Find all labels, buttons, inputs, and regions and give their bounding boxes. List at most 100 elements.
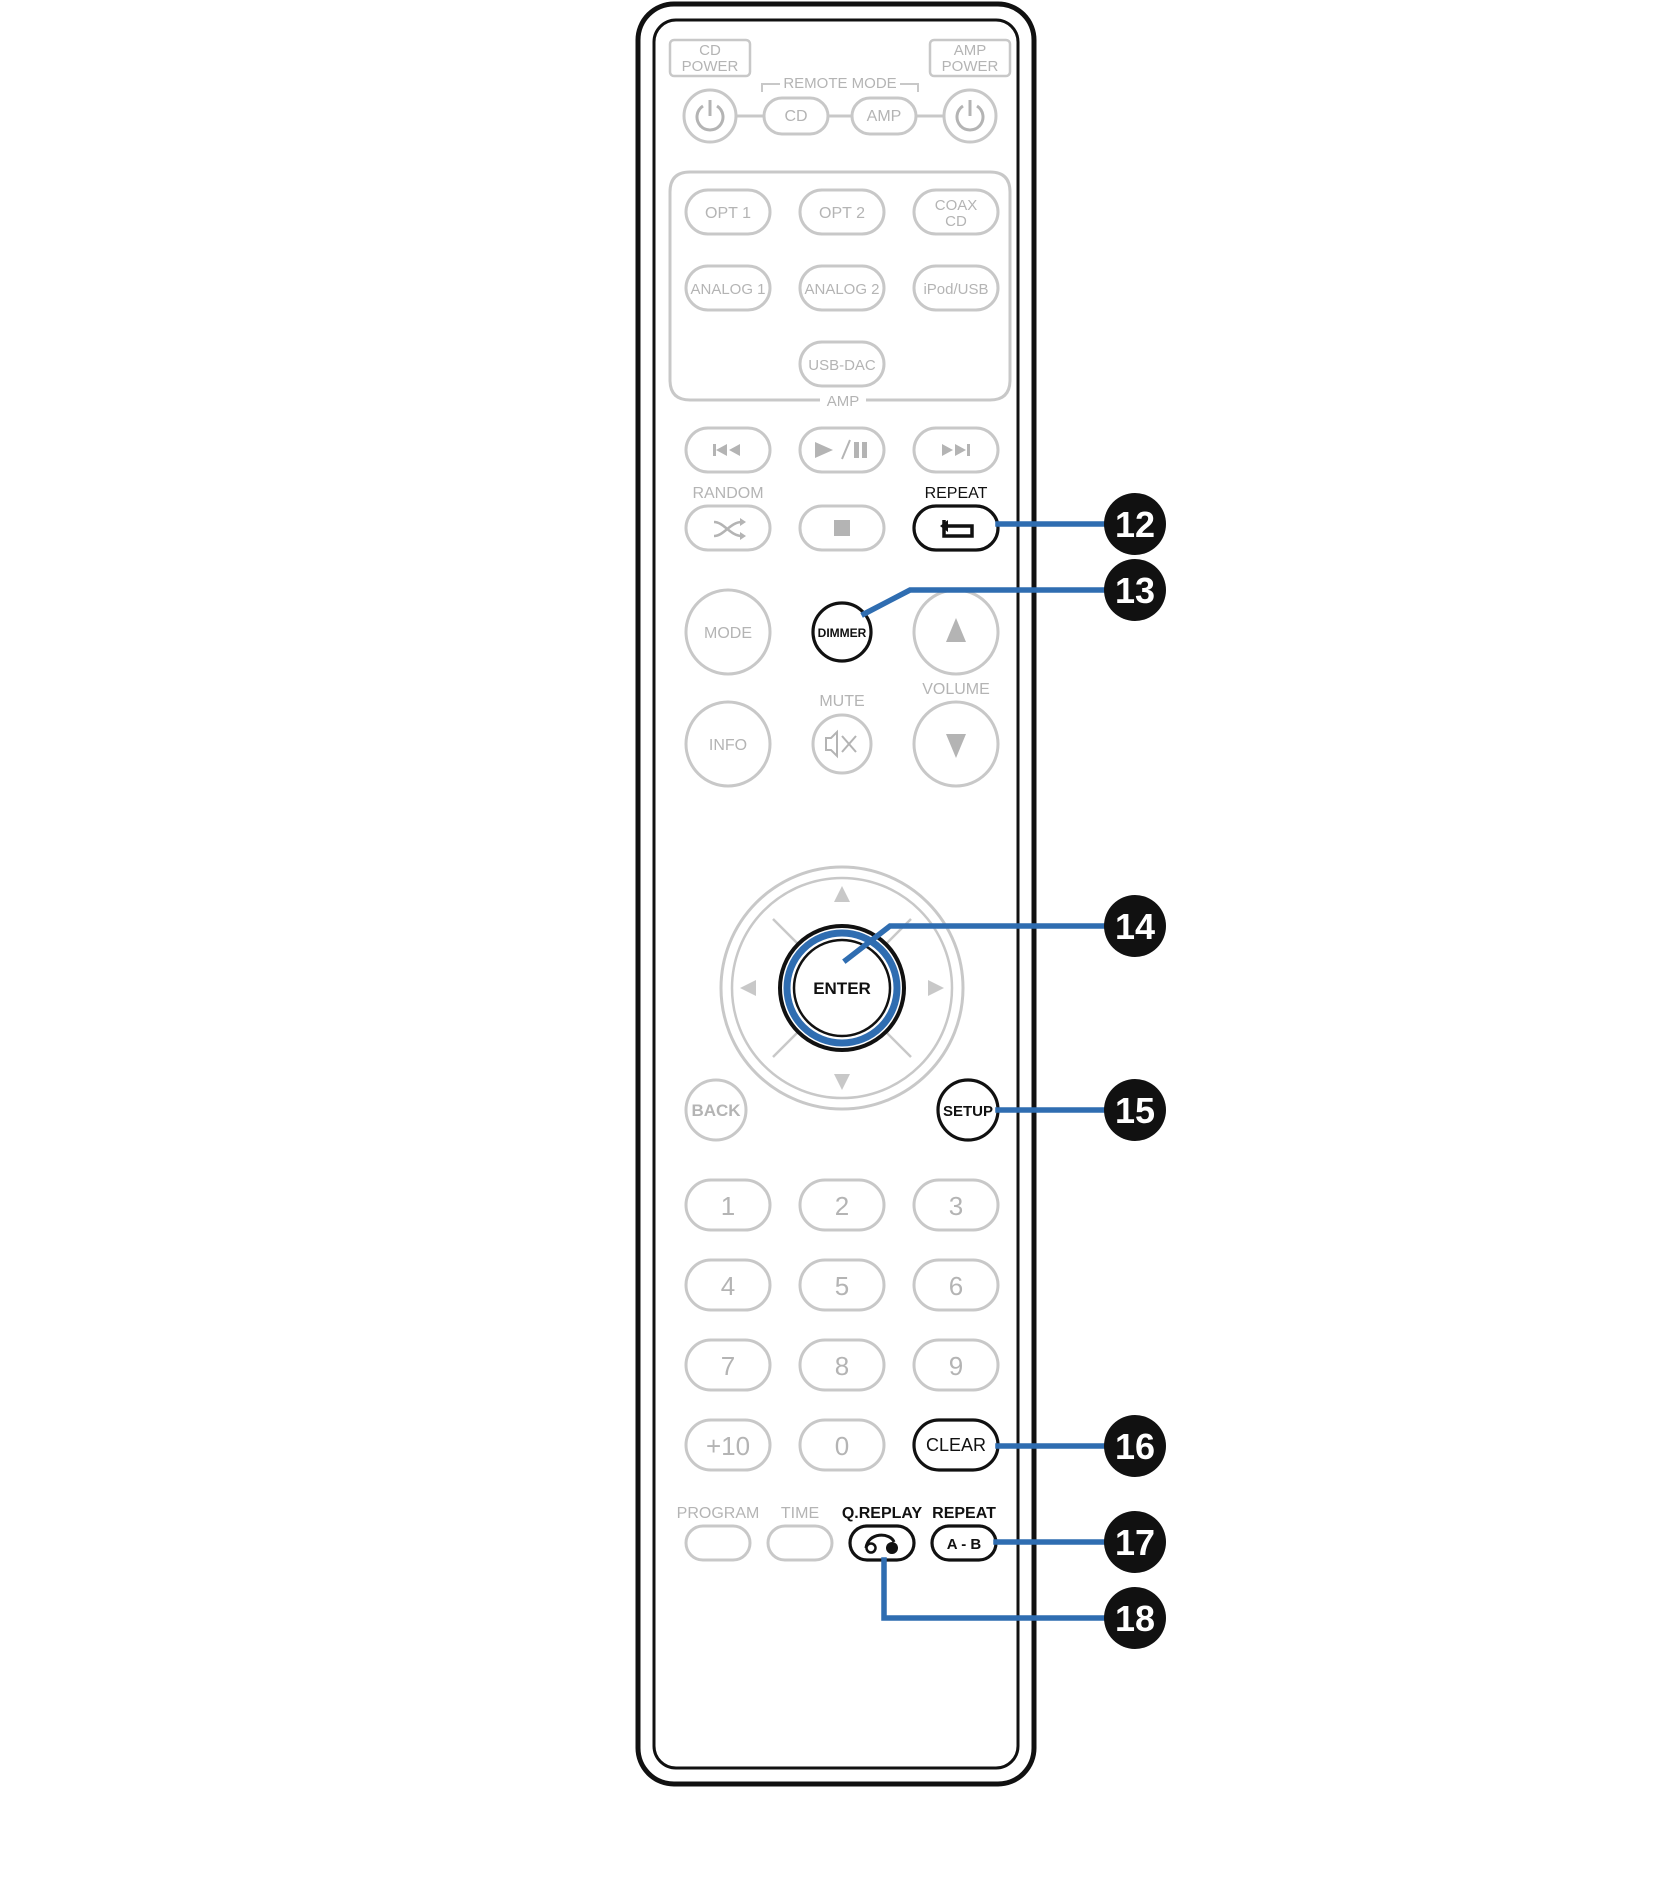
callout-13-badge <box>1104 559 1166 621</box>
svg-text:ENTER: ENTER <box>813 979 871 998</box>
cursor-left-button[interactable] <box>740 980 756 996</box>
callout-15: 15 <box>1104 1079 1166 1141</box>
svg-text:9: 9 <box>949 1351 963 1381</box>
amp-power-button[interactable] <box>942 88 998 144</box>
mute-icon <box>825 729 857 759</box>
key-1[interactable]: 1 <box>684 1178 772 1232</box>
callout-12-badge <box>1104 493 1166 555</box>
info-button[interactable]: INFO <box>684 700 772 788</box>
volume-up-icon <box>946 618 966 642</box>
key-4[interactable]: 4 <box>684 1258 772 1312</box>
program-label: PROGRAM <box>677 1505 760 1522</box>
opt2-button[interactable]: OPT 2 <box>798 188 886 236</box>
time-button[interactable] <box>766 1524 834 1562</box>
clear-button[interactable]: CLEAR <box>912 1418 1000 1472</box>
shuffle-icon <box>713 518 746 540</box>
cursor-up-button[interactable] <box>834 886 850 902</box>
svg-text:17: 17 <box>1115 1522 1155 1563</box>
skip-back-button[interactable] <box>684 426 772 474</box>
cd-power-label: CD POWER <box>668 38 752 78</box>
callout-13: 13 <box>1104 559 1166 621</box>
volume-label: VOLUME <box>922 681 990 698</box>
repeat-icon <box>940 520 974 538</box>
svg-text:14: 14 <box>1115 906 1155 947</box>
remote-mode-bracket: REMOTE MODE <box>761 75 919 92</box>
svg-text:CD: CD <box>699 42 721 59</box>
key-9[interactable]: 9 <box>912 1338 1000 1392</box>
program-button[interactable] <box>684 1524 752 1562</box>
callout-line-18 <box>881 1557 1108 1621</box>
key-3[interactable]: 3 <box>912 1178 1000 1232</box>
enter-button[interactable]: ENTER <box>778 924 906 1052</box>
skip-forward-icon <box>942 444 970 456</box>
play-pause-icon <box>815 439 867 460</box>
svg-text:CD: CD <box>945 213 967 230</box>
volume-up-button[interactable] <box>912 588 1000 676</box>
amp-group-label: AMP <box>827 393 860 410</box>
svg-text:BACK: BACK <box>691 1101 741 1120</box>
svg-text:13: 13 <box>1115 570 1155 611</box>
remote-mode-cd-button[interactable]: CD <box>762 96 830 136</box>
analog2-button[interactable]: ANALOG 2 <box>798 264 886 312</box>
svg-text:AMP: AMP <box>867 108 902 125</box>
volume-down-icon <box>946 734 966 758</box>
svg-text:SETUP: SETUP <box>943 1103 993 1120</box>
callout-16: 16 <box>1104 1415 1166 1477</box>
skip-forward-button[interactable] <box>912 426 1000 474</box>
time-label: TIME <box>781 1505 819 1522</box>
callout-18: 18 <box>1104 1587 1166 1649</box>
svg-text:6: 6 <box>949 1271 963 1301</box>
svg-text:4: 4 <box>721 1271 735 1301</box>
key-0[interactable]: 0 <box>798 1418 886 1472</box>
cd-power-button[interactable] <box>682 88 738 144</box>
key-7[interactable]: 7 <box>684 1338 772 1392</box>
key-6[interactable]: 6 <box>912 1258 1000 1312</box>
remote-mode-amp-button[interactable]: AMP <box>850 96 918 136</box>
repeat-button[interactable] <box>912 504 1000 552</box>
ipod-usb-button[interactable]: iPod/USB <box>912 264 1000 312</box>
svg-text:7: 7 <box>721 1351 735 1381</box>
svg-text:8: 8 <box>835 1351 849 1381</box>
repeat-ab-button[interactable]: A - B <box>930 1524 998 1562</box>
key-5[interactable]: 5 <box>798 1258 886 1312</box>
svg-text:12: 12 <box>1115 504 1155 545</box>
cursor-down-button[interactable] <box>834 1074 850 1090</box>
callout-15-badge <box>1104 1079 1166 1141</box>
opt1-button[interactable]: OPT 1 <box>684 188 772 236</box>
back-button[interactable]: BACK <box>684 1078 748 1142</box>
dimmer-button[interactable]: DIMMER <box>811 601 873 663</box>
volume-down-button[interactable] <box>912 700 1000 788</box>
svg-text:18: 18 <box>1115 1598 1155 1639</box>
mute-button[interactable] <box>811 713 873 775</box>
stop-icon <box>834 520 850 536</box>
random-label: RANDOM <box>692 485 763 502</box>
skip-back-icon <box>713 444 740 456</box>
keypad: 1 2 3 4 5 6 7 8 9 +10 0 CLEAR <box>684 1178 1000 1472</box>
key-2[interactable]: 2 <box>798 1178 886 1232</box>
cursor-right-button[interactable] <box>928 980 944 996</box>
svg-text:2: 2 <box>835 1191 849 1221</box>
callout-17: 17 <box>1104 1511 1166 1573</box>
svg-text:MODE: MODE <box>704 625 752 642</box>
coax-cd-button[interactable]: COAX CD <box>912 188 1000 236</box>
svg-text:CLEAR: CLEAR <box>926 1435 986 1455</box>
setup-button[interactable]: SETUP <box>936 1078 1000 1142</box>
random-button[interactable] <box>684 504 772 552</box>
callout-12: 12 <box>1104 493 1166 555</box>
analog1-button[interactable]: ANALOG 1 <box>684 264 772 312</box>
mute-label: MUTE <box>819 693 864 710</box>
key-8[interactable]: 8 <box>798 1338 886 1392</box>
callout-line-13 <box>860 587 1108 618</box>
svg-text:USB-DAC: USB-DAC <box>808 357 876 374</box>
stop-button[interactable] <box>798 504 886 552</box>
q-replay-button[interactable] <box>848 1524 916 1562</box>
usb-dac-button[interactable]: USB-DAC <box>798 340 886 388</box>
svg-text:16: 16 <box>1115 1426 1155 1467</box>
play-pause-button[interactable] <box>798 426 886 474</box>
callout-16-badge <box>1104 1415 1166 1477</box>
mode-button[interactable]: MODE <box>684 588 772 676</box>
svg-text:A - B: A - B <box>947 1536 982 1553</box>
callout-line-14 <box>842 923 1108 964</box>
key-plus10[interactable]: +10 <box>684 1418 772 1472</box>
